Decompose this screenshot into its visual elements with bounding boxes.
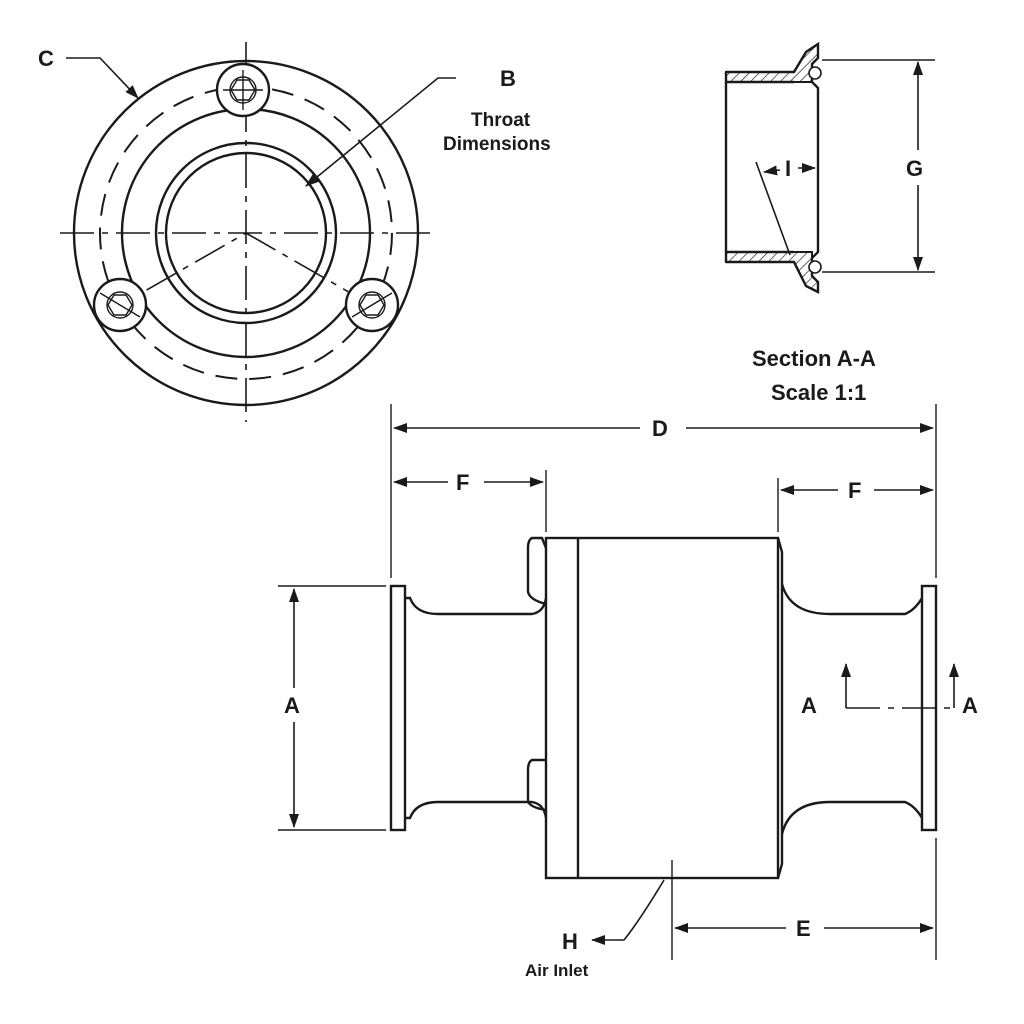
label-i: I xyxy=(785,156,791,181)
label-b: B xyxy=(500,66,516,91)
section-view: I G Section A-A Scale 1:1 xyxy=(724,41,935,405)
side-view: A A A D F F E H Air Inlet xyxy=(278,404,978,980)
label-a: A xyxy=(284,693,300,718)
label-h: H xyxy=(562,929,578,954)
label-e: E xyxy=(796,916,811,941)
label-g: G xyxy=(906,156,923,181)
section-scale: Scale 1:1 xyxy=(771,380,866,405)
label-c: C xyxy=(38,46,54,71)
section-mark-a-left: A xyxy=(801,693,817,718)
label-f-right: F xyxy=(848,478,861,503)
label-f-left: F xyxy=(456,470,469,495)
throat-label-line1: Throat xyxy=(471,110,531,131)
section-mark-a-right: A xyxy=(962,693,978,718)
bolt-top xyxy=(215,62,271,118)
throat-label-line2: Dimensions xyxy=(443,134,551,155)
bolt-right xyxy=(344,277,400,333)
label-d: D xyxy=(652,416,668,441)
front-view: C B Throat Dimensions xyxy=(38,42,551,422)
bolt-left xyxy=(92,277,148,333)
section-title: Section A-A xyxy=(752,346,876,371)
air-inlet-label: Air Inlet xyxy=(525,961,589,980)
